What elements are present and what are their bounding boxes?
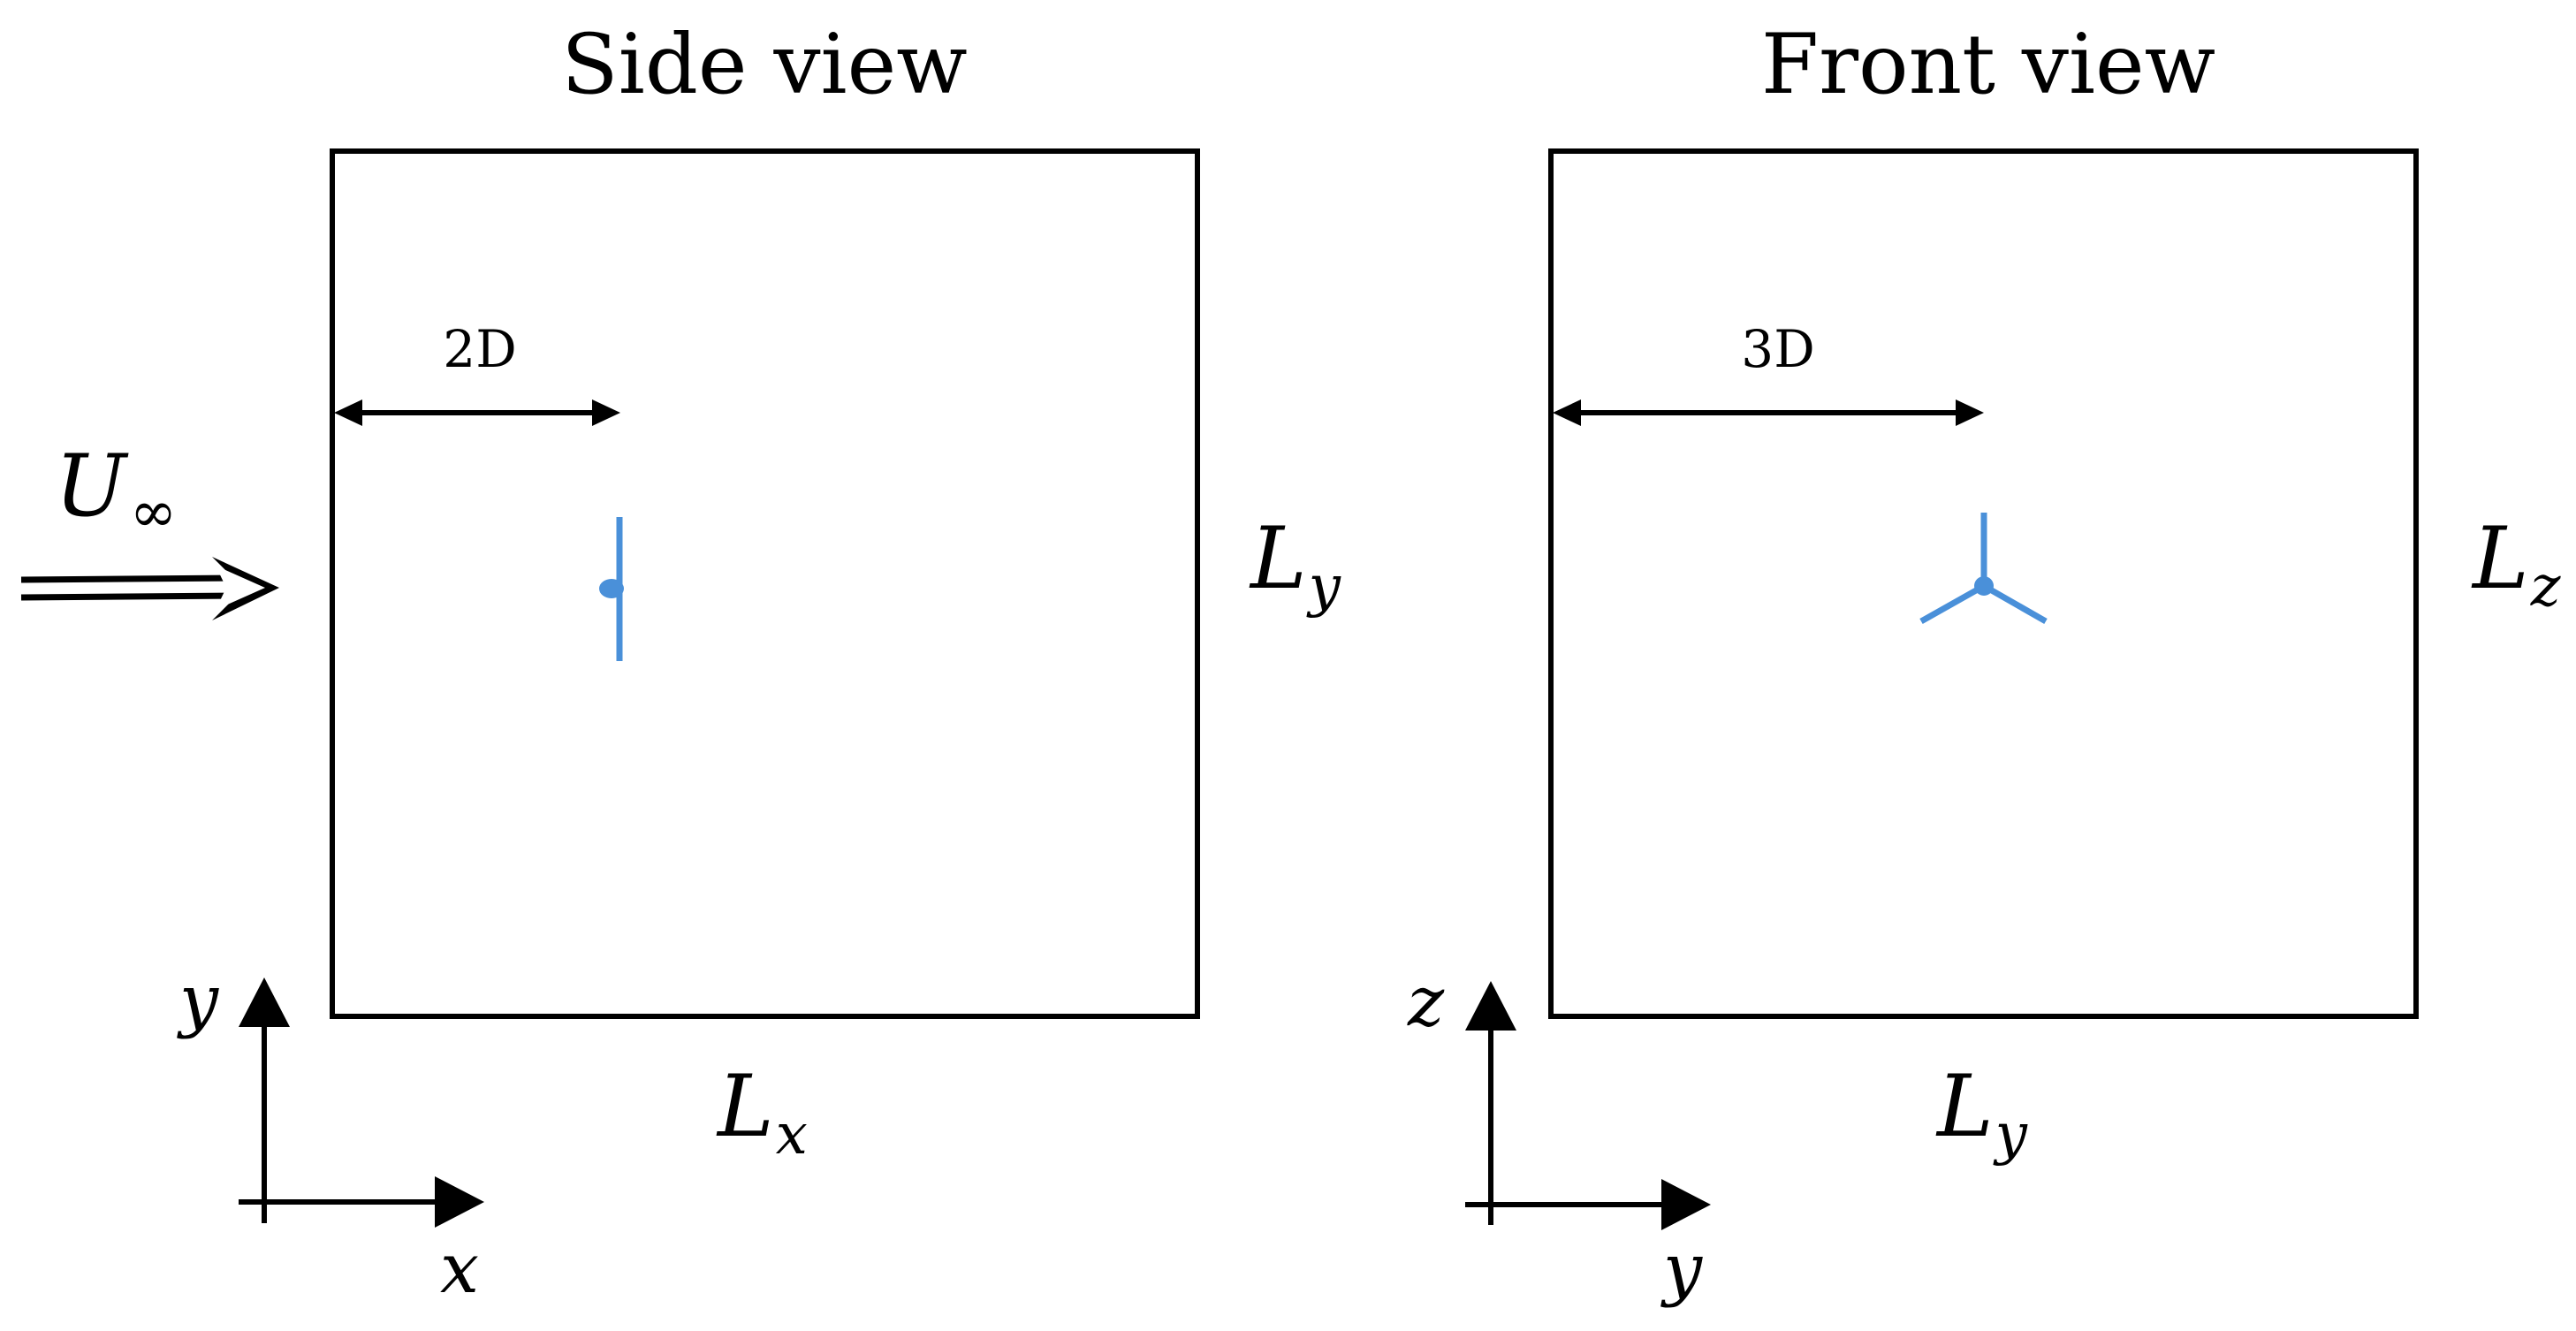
turbine-blade-right — [1982, 582, 2048, 625]
front-view-vertical-axis-label: z — [1407, 962, 1445, 1042]
front-view-domain-box — [1548, 148, 2419, 1019]
turbine-blade-left — [1919, 582, 1986, 625]
side-view-horizontal-axis-label: x — [440, 1229, 479, 1309]
front-view-offset-arrow — [1553, 399, 1984, 426]
front-view-axes — [1465, 981, 1711, 1230]
front-view-title: Front view — [1761, 17, 2215, 113]
side-view-offset-arrow — [334, 399, 620, 426]
front-view-width-label: Ly — [1935, 1057, 2028, 1167]
freestream-subscript: ∞ — [130, 480, 177, 545]
side-view-offset-label: 2D — [443, 319, 516, 379]
side-view-axes — [239, 977, 484, 1228]
turbine-hub — [1974, 576, 1994, 596]
front-view-panel: Front view 3D Lz Ly z y — [1407, 17, 2562, 1309]
side-view-vertical-axis-label: y — [177, 961, 219, 1040]
side-view-panel: Side view 2D U∞ Ly Lx — [20, 17, 1341, 1309]
freestream-velocity-label: U∞ — [55, 437, 177, 545]
side-view-domain-box — [330, 148, 1200, 1019]
front-view-height-label: Lz — [2471, 509, 2562, 620]
turbine-nacelle — [599, 579, 624, 598]
side-view-width-label: Lx — [716, 1057, 808, 1167]
turbine-side-view — [599, 517, 624, 661]
turbine-front-view — [1919, 513, 2048, 625]
side-view-title: Side view — [561, 17, 967, 113]
front-view-offset-label: 3D — [1741, 319, 1814, 379]
freestream-symbol: U — [55, 437, 129, 536]
front-view-horizontal-axis-label: y — [1660, 1229, 1703, 1309]
side-view-height-label: Ly — [1249, 509, 1341, 620]
freestream-arrow — [20, 557, 279, 620]
